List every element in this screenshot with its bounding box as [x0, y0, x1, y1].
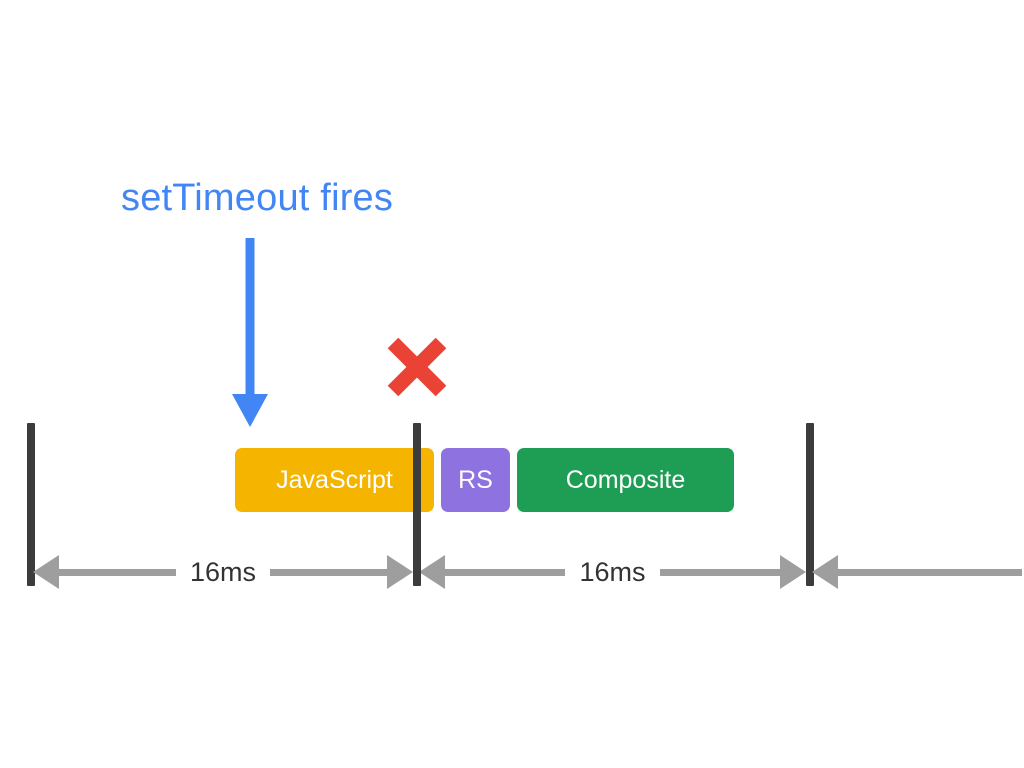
annotation-label-settimeout: setTimeout fires [121, 177, 394, 219]
measurement-arrow-frame-3: 16 [812, 552, 1024, 592]
frame-boundary-tick [413, 423, 421, 586]
down-arrow-icon [226, 238, 274, 428]
task-bar-composite: Composite [517, 448, 734, 512]
arrow-head-left-icon [419, 555, 445, 589]
task-bar-label: JavaScript [276, 465, 393, 494]
measurement-label: 16ms [579, 556, 646, 587]
task-bar-rs: RS [441, 448, 510, 512]
arrow-head-left-icon [812, 555, 838, 589]
arrow-shaft [445, 568, 566, 576]
arrow-head-right-icon [387, 555, 413, 589]
frame-boundary-tick [806, 423, 814, 586]
measurement-arrow-frame-2: 16ms [419, 552, 806, 592]
arrow-shaft [659, 568, 780, 576]
task-bar-javascript: JavaScript [235, 448, 434, 512]
arrow-shaft [59, 568, 176, 576]
arrow-head-right-icon [780, 555, 806, 589]
red-x-icon [384, 334, 450, 400]
frame-boundary-tick [27, 423, 35, 586]
arrow-head-left-icon [33, 555, 59, 589]
arrow-shaft [270, 568, 387, 576]
task-bar-label: RS [458, 465, 493, 494]
measurement-arrow-frame-1: 16ms [33, 552, 413, 592]
measurement-label: 16ms [189, 556, 257, 587]
task-bar-label: Composite [565, 465, 686, 494]
arrow-shaft [838, 568, 1022, 576]
